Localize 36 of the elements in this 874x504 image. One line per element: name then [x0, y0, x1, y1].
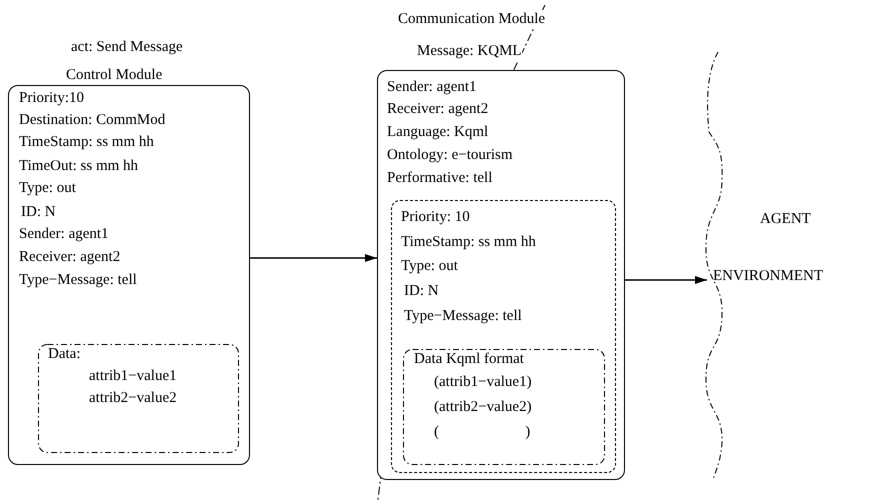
diagram-heading: act: Send Message	[71, 38, 183, 56]
field-text: TimeOut: ss mm hh	[19, 157, 138, 175]
data-box	[38, 344, 239, 453]
field-text: Language: Kqml	[387, 123, 488, 141]
field-text: Type−Message: tell	[19, 271, 137, 289]
field-text: Priority:10	[19, 89, 84, 107]
message-header: Message: KQML	[417, 42, 522, 60]
field-text: Performative: tell	[387, 169, 492, 187]
arrow	[625, 276, 707, 284]
field-text: ID: N	[404, 282, 439, 300]
field-text: Sender: agent1	[387, 78, 477, 96]
field-text: Type: out	[19, 179, 76, 197]
field-text: attrib2−value2	[89, 389, 177, 407]
module-title: Communication Module	[398, 10, 546, 28]
arrow	[250, 254, 377, 262]
field-text: Type: out	[401, 257, 458, 275]
field-text: ( )	[434, 423, 530, 441]
field-text: Receiver: agent2	[387, 100, 488, 118]
data-box	[403, 349, 605, 465]
message-box	[391, 200, 616, 473]
field-text: Data Kqml format	[414, 350, 524, 368]
field-text: (attrib2−value2)	[434, 398, 532, 416]
field-text: Ontology: e−tourism	[387, 146, 513, 164]
field-text: Data:	[48, 345, 80, 363]
field-text: Type−Message: tell	[404, 307, 522, 325]
field-text: Receiver: agent2	[19, 248, 120, 266]
field-text: Destination: CommMod	[19, 111, 166, 129]
region-label: AGENT	[760, 210, 811, 228]
field-text: Priority: 10	[401, 208, 470, 226]
field-text: Sender: agent1	[19, 225, 109, 243]
field-text: TimeStamp: ss mm hh	[401, 233, 536, 251]
field-text: (attrib1−value1)	[434, 373, 532, 391]
field-text: TimeStamp: ss mm hh	[19, 133, 154, 151]
region-label: ENVIRONMENT	[713, 267, 823, 285]
field-text: attrib1−value1	[89, 367, 177, 385]
field-text: ID: N	[21, 203, 56, 221]
